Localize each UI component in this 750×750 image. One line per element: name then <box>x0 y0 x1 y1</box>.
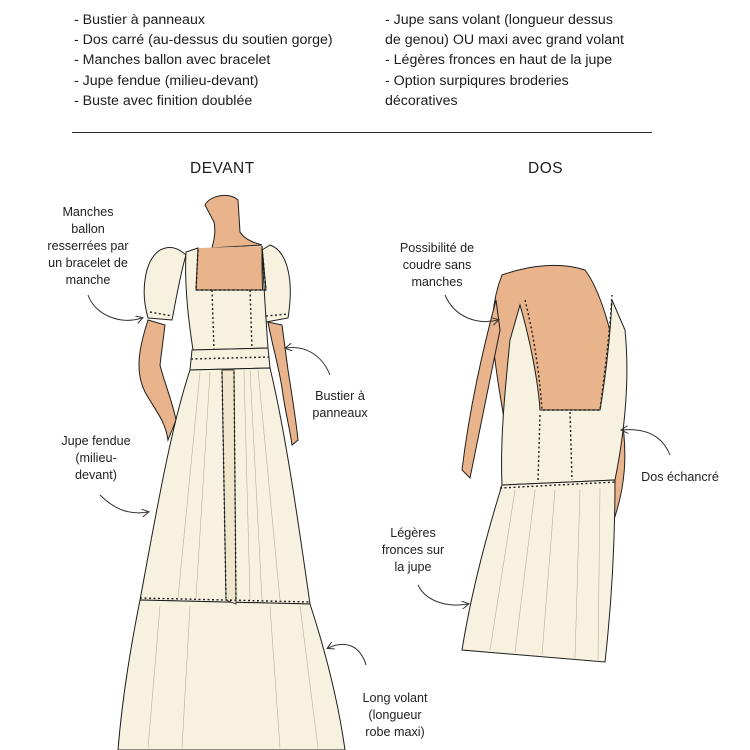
annotation-slit: Jupe fendue (milieu- devant) <box>61 434 131 482</box>
annotation-flounce: Long volant (longueur robe maxi) <box>362 691 428 739</box>
front-chest-skin <box>196 246 266 290</box>
back-figure <box>461 264 628 663</box>
back-bodice <box>501 299 628 486</box>
feature-item: - Option surpiqures broderies <box>385 72 569 89</box>
back-view-heading: DOS <box>528 160 564 177</box>
front-neck-skin <box>204 194 263 249</box>
feature-item: - Jupe fendue (milieu-devant) <box>74 72 259 89</box>
front-figure <box>117 194 346 750</box>
front-flounce <box>117 599 346 750</box>
annotation-sleeves: Manches ballon resserrées par un bracele… <box>47 205 129 287</box>
section-divider <box>72 132 652 133</box>
features-list-right: - Jupe sans volant (longueur dessus de g… <box>385 10 685 111</box>
annotation-back: Dos échancré <box>641 470 719 484</box>
feature-item: - Manches ballon avec bracelet <box>74 52 271 69</box>
feature-item: - Buste avec finition doublée <box>74 92 253 109</box>
feature-item: - Jupe sans volant (longueur dessus <box>385 12 613 28</box>
front-right-sleeve <box>261 244 291 323</box>
front-right-arm <box>267 321 299 446</box>
back-left-arm <box>461 299 501 480</box>
annotation-sleeveless: Possibilité de coudre sans manches <box>399 241 475 289</box>
features-list-left: - Bustier à panneaux - Dos carré (au-des… <box>74 10 384 111</box>
front-left-sleeve <box>143 246 187 321</box>
front-left-arm <box>138 319 177 442</box>
feature-item: - Bustier à panneaux <box>74 12 205 28</box>
annotation-bustier: Bustier à panneaux <box>312 389 368 420</box>
back-skirt <box>461 479 616 663</box>
feature-item: - Légères fronces en haut de la jupe <box>385 52 613 69</box>
feature-item: - Dos carré (au-dessus du soutien gorge) <box>74 32 333 49</box>
annotation-arrows <box>87 294 671 666</box>
annotation-gathers: Légères fronces sur la jupe <box>381 526 445 574</box>
feature-item: de genou) OU maxi avec grand volant <box>385 32 624 49</box>
front-view-heading: DEVANT <box>190 160 255 177</box>
feature-item: décoratives <box>385 92 458 109</box>
front-slit <box>221 369 237 605</box>
